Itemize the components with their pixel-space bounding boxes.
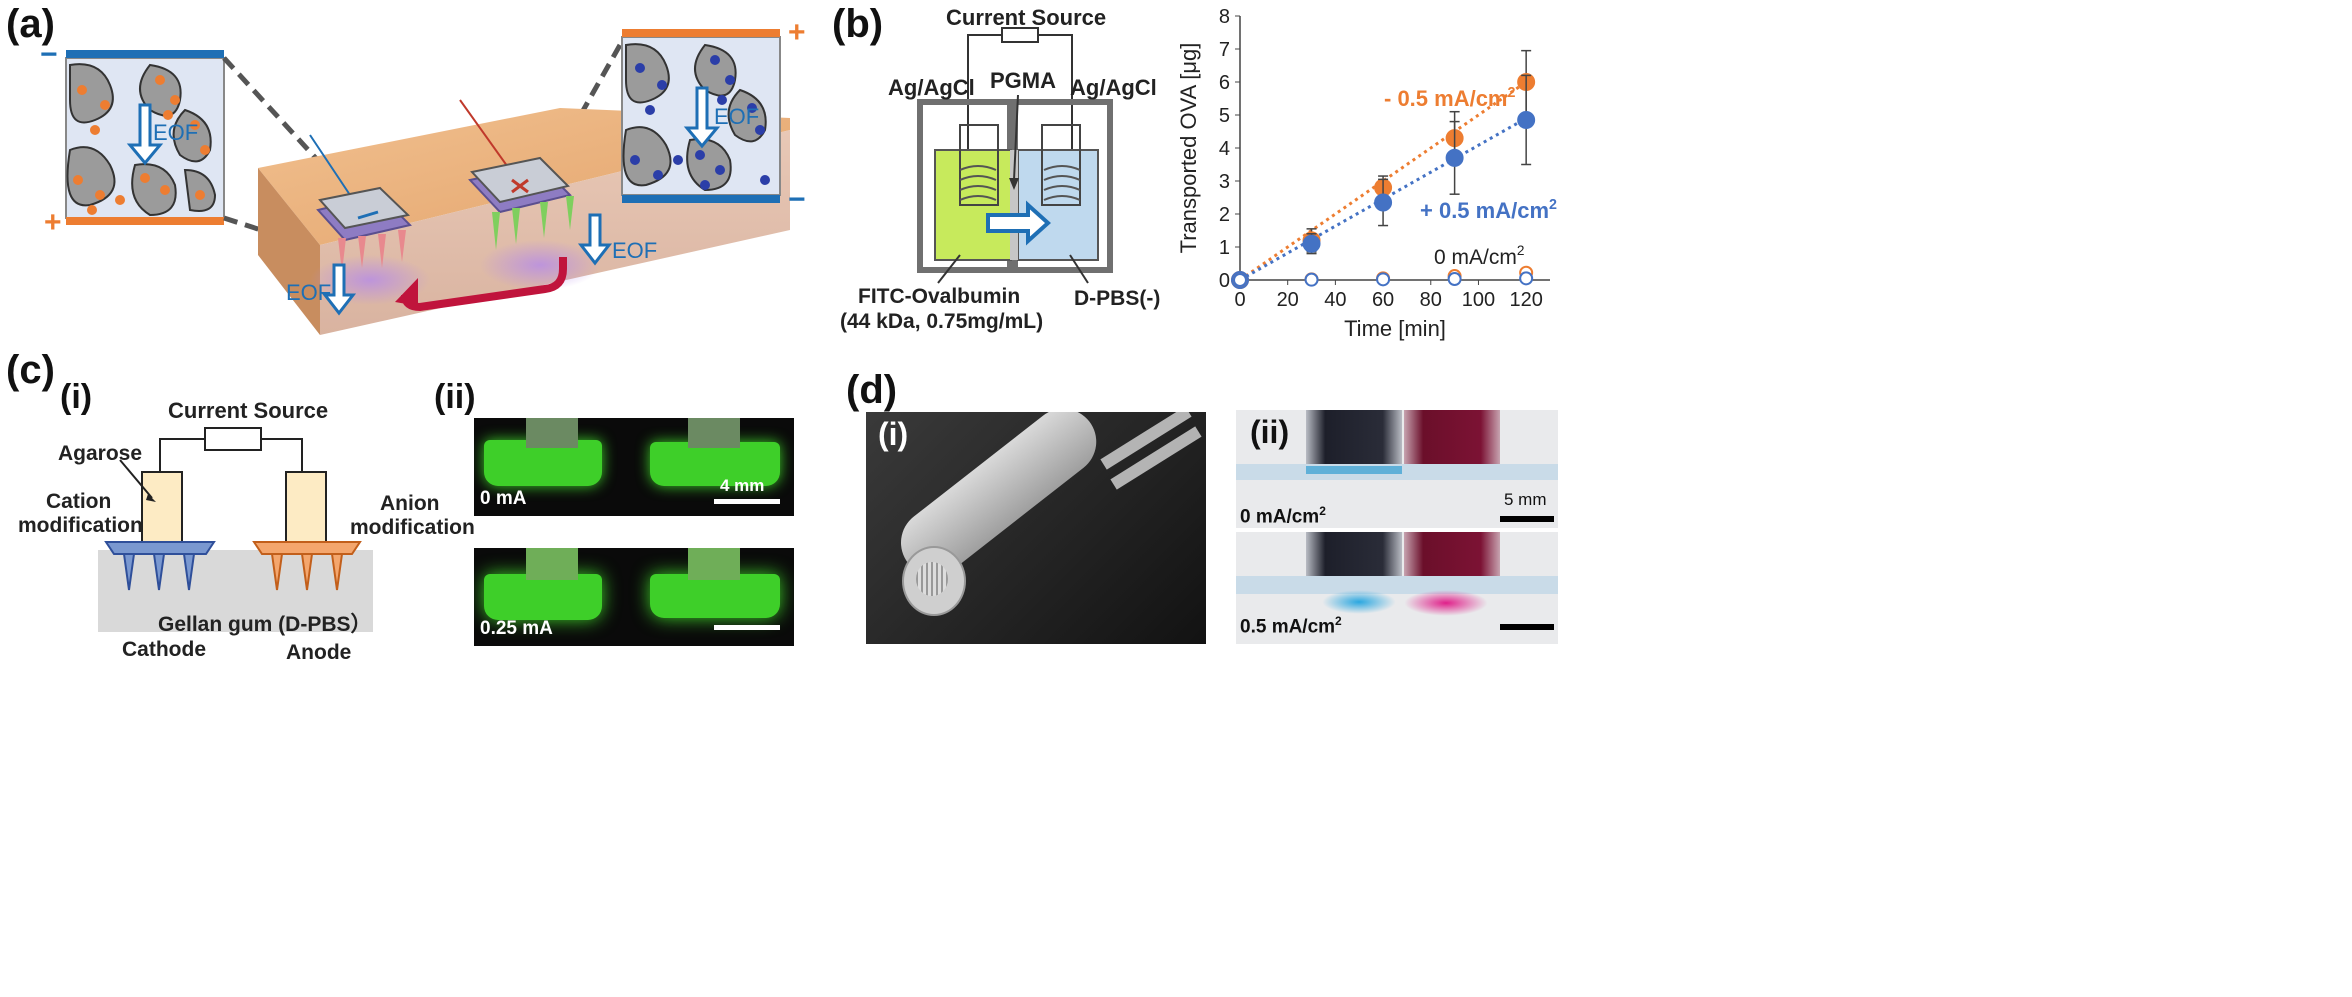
c-photo-0ma: 0 mA 4 mm	[474, 418, 794, 516]
c-agarose: Agarose	[58, 442, 143, 465]
data-point	[1517, 110, 1536, 129]
b-ag-left: Ag/AgCl	[888, 75, 975, 100]
c-cathode: Cathode	[122, 638, 206, 661]
d-photo-05ma: 0.5 mA/cm2	[1236, 532, 1558, 644]
panel-a-illustration	[65, 29, 790, 335]
x-tick-label: 100	[1462, 289, 1495, 311]
y-tick-label: 1	[1219, 237, 1230, 259]
sub-label-c-i: (i)	[60, 378, 93, 416]
eof-arrow-left	[126, 103, 164, 166]
c-anion-2: modification	[350, 516, 475, 539]
x-tick-label: 60	[1372, 289, 1394, 311]
b-current-source: Current Source	[946, 5, 1107, 30]
data-point	[1376, 272, 1391, 287]
eof-label-skin-left: EOF	[286, 280, 332, 305]
c-scale-bar-bottom	[714, 625, 780, 630]
d-photo-device: (i)	[866, 412, 1206, 644]
eof-label-right: EOF	[714, 104, 760, 129]
b-fitc-line1: FITC-Ovalbumin	[858, 285, 1021, 308]
eof-label-skin-right: EOF	[612, 238, 658, 263]
panel-label-c: (c)	[6, 348, 55, 392]
d-scale-label: 5 mm	[1504, 490, 1547, 509]
c-scale-label: 4 mm	[720, 476, 765, 495]
y-axis-label: Transported OVA [μg]	[1176, 43, 1201, 254]
d-bottom-label-text: 0.5 mA/cm	[1240, 616, 1336, 638]
data-point	[1445, 148, 1464, 167]
plus-sign-right: +	[788, 16, 806, 49]
y-tick-label: 6	[1219, 72, 1230, 94]
d-top-label-text: 0 mA/cm	[1240, 506, 1320, 528]
b-fitc-line2: (44 kDa, 0.75mg/mL)	[840, 310, 1044, 333]
data-point	[1519, 271, 1534, 286]
c-anion-1: Anion	[380, 492, 440, 515]
x-tick-label: 40	[1324, 289, 1346, 311]
series-label-neg: - 0.5 mA/cm2	[1384, 85, 1516, 111]
x-tick-label: 20	[1277, 289, 1299, 311]
eof-label-left: EOF	[153, 120, 199, 145]
x-tick-label: 80	[1420, 289, 1442, 311]
b-dpbs: D-PBS(-)	[1074, 287, 1161, 310]
c-current-source: Current Source	[168, 398, 329, 423]
d-scale-bar-bottom	[1500, 624, 1554, 630]
y-tick-label: 4	[1219, 138, 1230, 160]
b-ag-right: Ag/AgCl	[1070, 75, 1157, 100]
data-point	[1233, 273, 1247, 287]
c-cation-2: modification	[18, 514, 143, 537]
sub-label-c-ii: (ii)	[434, 378, 476, 416]
b-pgma: PGMA	[990, 68, 1056, 93]
data-point	[1447, 272, 1462, 287]
d-photo-top-label: 0 mA/cm2	[1240, 504, 1326, 528]
data-point	[1374, 193, 1393, 212]
c-photo-top-label: 0 mA	[480, 488, 527, 509]
panel-label-a: (a)	[6, 2, 55, 46]
x-tick-label: 120	[1509, 289, 1542, 311]
minus-sign-left: −	[40, 38, 58, 71]
y-tick-label: 2	[1219, 204, 1230, 226]
x-tick-label: 0	[1234, 289, 1245, 311]
d-top-label-sup: 2	[1319, 504, 1326, 518]
panel-c-setup-diagram	[98, 427, 373, 632]
data-point	[1304, 272, 1319, 287]
y-tick-label: 7	[1219, 39, 1230, 61]
c-gellan: Gellan gum (D-PBS）	[158, 613, 372, 636]
d-bottom-label-sup: 2	[1335, 614, 1342, 628]
y-tick-label: 0	[1219, 270, 1230, 292]
y-tick-label: 5	[1219, 105, 1230, 127]
panel-b-cell-diagram	[917, 27, 1113, 284]
c-photo-bottom-label: 0.25 mA	[480, 618, 553, 639]
d-photo-0ma: (ii) 0 mA/cm2 5 mm	[1236, 410, 1558, 528]
y-tick-label: 3	[1219, 171, 1230, 193]
plus-sign-left: +	[44, 206, 62, 239]
c-scale-bar-top	[714, 499, 780, 504]
trend-line	[1239, 80, 1528, 282]
y-tick-label: 8	[1219, 6, 1230, 28]
series-label-zero: 0 mA/cm2	[1434, 243, 1524, 269]
d-scale-bar-top	[1500, 516, 1554, 522]
panel-label-b: (b)	[832, 2, 884, 46]
sub-label-d-ii: (ii)	[1250, 414, 1290, 450]
data-point	[1302, 234, 1321, 253]
c-photo-025ma: 0.25 mA	[474, 548, 794, 646]
minus-sign-right: −	[788, 183, 806, 216]
eof-arrow-right	[683, 86, 721, 149]
c-cation-1: Cation	[46, 490, 112, 513]
panel-label-d: (d)	[846, 368, 898, 412]
trend-line	[1239, 116, 1527, 282]
x-axis-label: Time [min]	[1344, 316, 1446, 341]
c-anode: Anode	[286, 641, 352, 664]
sub-label-d-i: (i)	[878, 416, 909, 452]
d-photo-bottom-label: 0.5 mA/cm2	[1240, 614, 1342, 638]
series-label-pos: + 0.5 mA/cm2	[1420, 197, 1557, 223]
